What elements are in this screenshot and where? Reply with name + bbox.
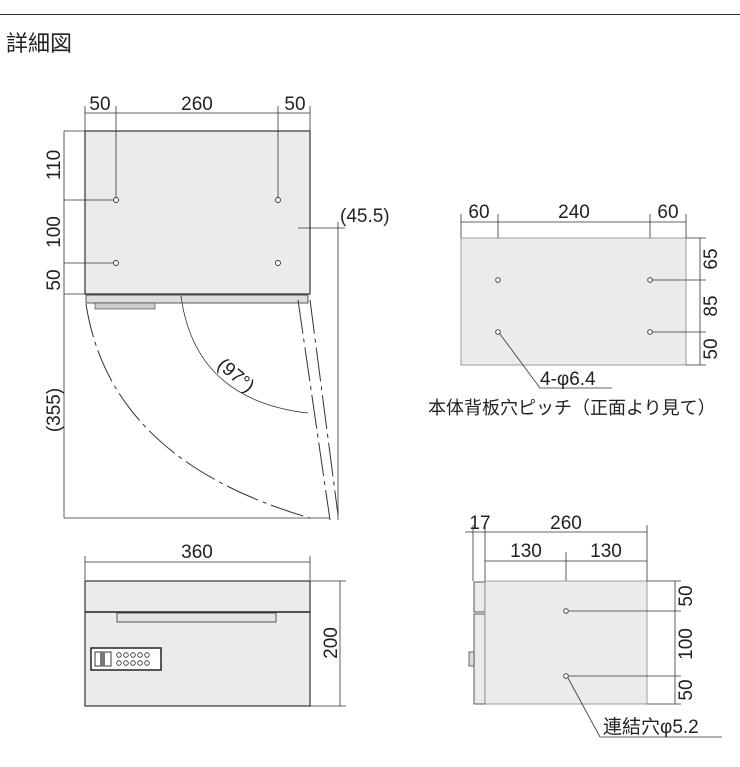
hole-mark [130, 652, 136, 658]
dim-top-right: 50 [284, 94, 305, 115]
hole-mark [123, 660, 129, 666]
dim-flange: 17 [469, 513, 490, 534]
dim-front-height: 200 [321, 627, 342, 659]
hole-mark [563, 673, 569, 679]
dim-back-center: 240 [558, 202, 590, 223]
dim-back-right: 60 [657, 202, 678, 223]
back-panel [460, 237, 687, 366]
hole-mark [123, 652, 129, 658]
hole-mark [647, 329, 653, 335]
drawing-shape [100, 652, 105, 666]
back-hole-label: 4-φ6.4 [540, 369, 596, 390]
dimension-line [499, 333, 612, 389]
door-hinge-strip [85, 294, 309, 304]
door-open-outline [309, 299, 339, 516]
hole-mark [144, 660, 150, 666]
angle-arc [180, 295, 309, 414]
dim-half-right: 130 [590, 541, 622, 562]
hole-mark [495, 277, 501, 283]
dim-door-depth: (355) [44, 388, 65, 432]
side-hole-label: 連結穴φ5.2 [603, 716, 699, 738]
dimension-line [567, 677, 722, 738]
back-panel-view: 60 240 60 65 85 50 4-φ6.4 本体背板穴ピッチ（正面より見… [428, 202, 722, 418]
side-lid [473, 581, 486, 613]
hole-mark [563, 608, 569, 614]
dim-back-65: 65 [701, 248, 722, 269]
hole-mark [137, 652, 143, 658]
dim-side-100: 100 [676, 628, 697, 660]
side-door [473, 613, 486, 705]
dim-back-left: 60 [468, 202, 489, 223]
hole-mark [116, 660, 122, 666]
door-angle-label: (97°) [213, 354, 258, 397]
hole-mark [647, 277, 653, 283]
hole-mark [137, 660, 143, 666]
dim-side-width: 260 [550, 513, 582, 534]
back-panel-caption: 本体背板穴ピッチ（正面より見て） [428, 398, 716, 418]
hole-mark [130, 660, 136, 666]
hole-mark [495, 329, 501, 335]
side-lock [468, 651, 475, 667]
hole-mark [144, 652, 150, 658]
front-body [84, 580, 311, 707]
dim-front-width: 360 [181, 542, 213, 563]
dim-half-left: 130 [510, 541, 542, 562]
door-open-outline [297, 299, 331, 521]
mount-hole [275, 197, 281, 203]
dim-top-center: 260 [181, 94, 213, 115]
dim-side-50-bottom: 50 [676, 679, 697, 700]
mail-slot [116, 612, 277, 623]
dim-left-110: 110 [44, 150, 65, 180]
door-swing-arc [85, 303, 311, 519]
dim-side-50-top: 50 [676, 585, 697, 606]
keypad-edge [94, 302, 156, 310]
side-view: 17 260 130 130 50 100 50 連結穴φ5.2 [465, 513, 722, 738]
dim-back-85: 85 [701, 295, 722, 316]
side-body [484, 580, 648, 705]
dim-left-50: 50 [44, 269, 65, 290]
top-view-body [84, 130, 311, 295]
drawing-group [116, 652, 150, 666]
header-rule [0, 14, 740, 15]
dim-top-left: 50 [89, 94, 110, 115]
dim-left-100: 100 [44, 216, 65, 248]
keypad-lock [90, 647, 162, 671]
front-view: 360 200 [84, 542, 346, 707]
mount-hole [113, 197, 119, 203]
mount-hole [113, 260, 119, 266]
top-view: 50 260 50 110 100 50 (355) (45.5) (97°) [44, 94, 390, 521]
dim-back-50: 50 [701, 338, 722, 359]
dim-offset: (45.5) [340, 206, 390, 227]
page-title: 詳細図 [6, 32, 73, 57]
mount-hole [275, 260, 281, 266]
hole-mark [116, 652, 122, 658]
